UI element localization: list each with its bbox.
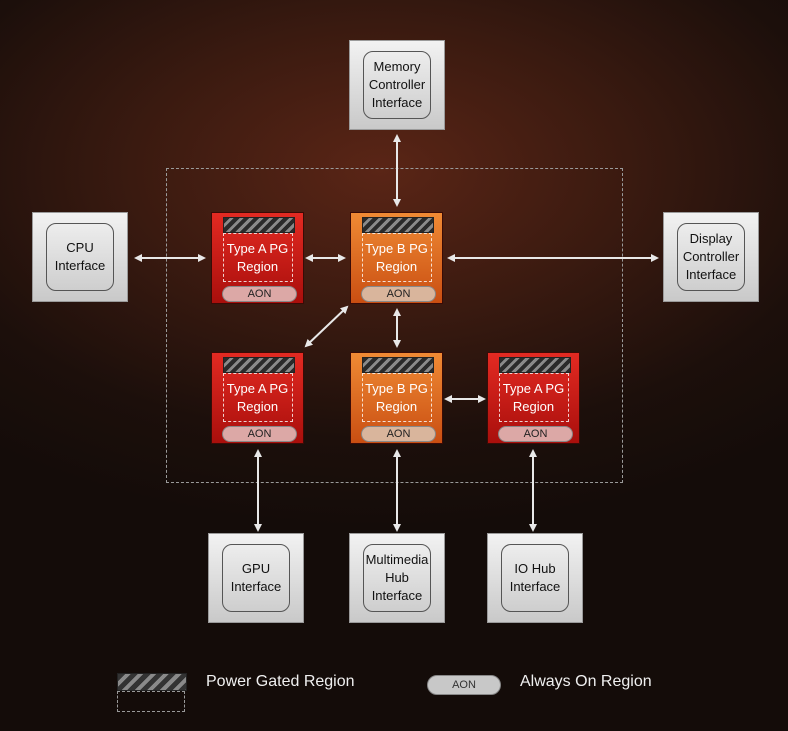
type-a-pg-region-top: Type A PG Region AON	[211, 212, 304, 304]
region-label: Type A PG Region	[502, 381, 565, 414]
aon-badge: AON	[361, 286, 436, 302]
aon-badge: AON	[361, 426, 436, 442]
multimedia-hub-interface: Multimedia Hub Interface	[349, 533, 445, 623]
aon-badge: AON	[222, 286, 297, 302]
memory-controller-label: Memory Controller Interface	[363, 51, 431, 119]
region-label: Type A PG Region	[226, 381, 289, 414]
display-controller-label: Display Controller Interface	[677, 223, 745, 291]
power-gated-area	[223, 373, 293, 422]
power-gated-area	[223, 233, 293, 282]
gpu-interface-label: GPU Interface	[222, 544, 290, 612]
cpu-interface-label: CPU Interface	[46, 223, 114, 291]
io-hub-interface: IO Hub Interface	[487, 533, 583, 623]
power-gated-hatch	[362, 357, 434, 373]
region-label: Type B PG Region	[365, 381, 428, 414]
power-gated-hatch	[223, 357, 295, 373]
legend-aon-badge: AON	[427, 675, 501, 695]
legend-power-gated-hatch	[117, 673, 187, 691]
cpu-interface: CPU Interface	[32, 212, 128, 302]
type-a-pg-region-bottom-left: Type A PG Region AON	[211, 352, 304, 444]
gpu-interface: GPU Interface	[208, 533, 304, 623]
region-label: Type B PG Region	[365, 241, 428, 274]
type-b-pg-region-bottom: Type B PG Region AON	[350, 352, 443, 444]
type-a-pg-region-bottom-right: Type A PG Region AON	[487, 352, 580, 444]
power-gated-hatch	[223, 217, 295, 233]
power-gated-area	[362, 373, 432, 422]
power-gated-hatch	[499, 357, 571, 373]
aon-badge: AON	[498, 426, 573, 442]
display-controller-interface: Display Controller Interface	[663, 212, 759, 302]
legend-power-gated-label: Power Gated Region	[206, 673, 355, 690]
power-gated-hatch	[362, 217, 434, 233]
power-gated-area	[499, 373, 569, 422]
legend-always-on-label: Always On Region	[520, 673, 652, 690]
power-gated-area	[362, 233, 432, 282]
aon-badge: AON	[222, 426, 297, 442]
multimedia-hub-label: Multimedia Hub Interface	[363, 544, 431, 612]
arrow-typeb-typea-diagonal	[304, 305, 349, 348]
region-label: Type A PG Region	[226, 241, 289, 274]
legend-power-gated-area	[117, 691, 185, 712]
type-b-pg-region-top: Type B PG Region AON	[350, 212, 443, 304]
memory-controller-interface: Memory Controller Interface	[349, 40, 445, 130]
io-hub-label: IO Hub Interface	[501, 544, 569, 612]
